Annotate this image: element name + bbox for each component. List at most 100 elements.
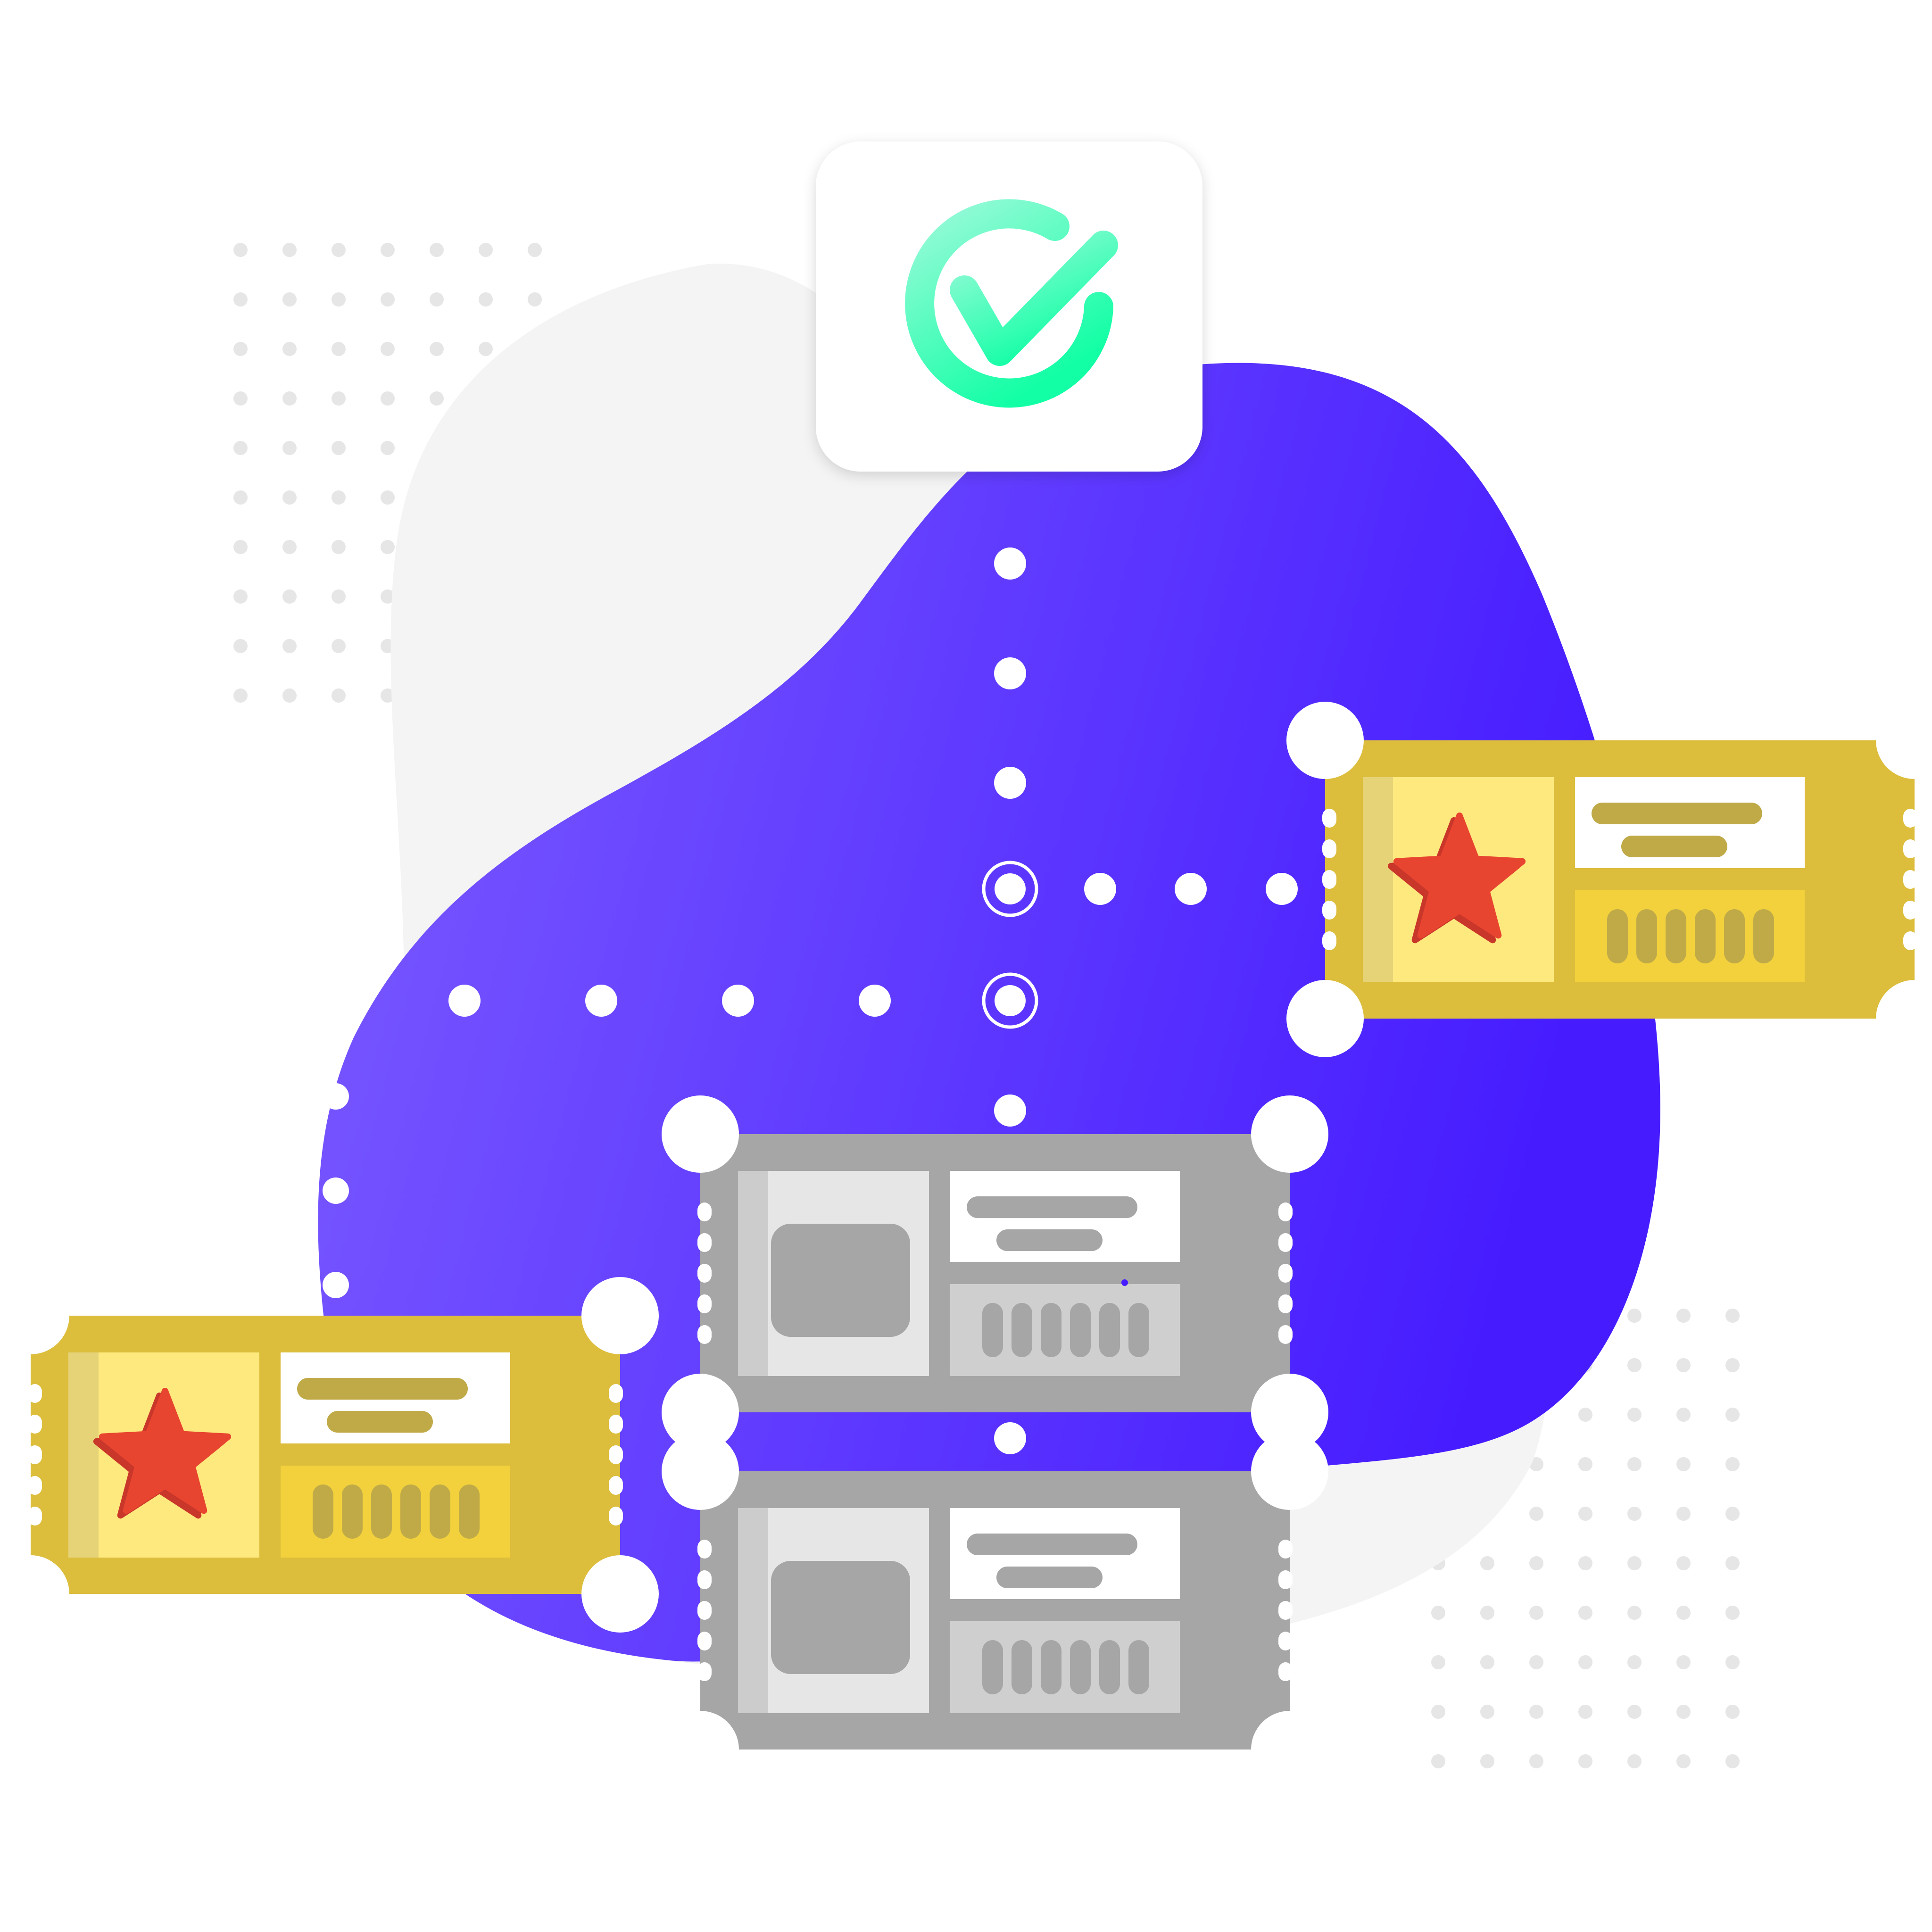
ticket-stub-strip	[68, 1352, 99, 1558]
halftone-dot	[282, 688, 297, 703]
halftone-dot	[332, 490, 346, 505]
ticket-perforation	[697, 1662, 712, 1681]
halftone-dot	[1676, 1556, 1691, 1570]
halftone-dot	[1676, 1754, 1691, 1768]
halftone-dot	[1725, 1556, 1740, 1570]
ticket-gray-upper	[662, 1095, 1328, 1451]
ticket-perforation	[609, 1384, 623, 1403]
halftone-dot	[233, 342, 248, 356]
purple-blob	[318, 363, 1660, 1662]
ticket-perforation	[1903, 901, 1917, 920]
halftone-dot	[1431, 1754, 1445, 1768]
ticket-perforation	[1322, 870, 1336, 889]
placeholder-square-icon	[771, 1561, 910, 1674]
ticket-stub-strip	[1363, 777, 1393, 982]
halftone-dot	[1676, 1705, 1691, 1719]
ticket-perforation	[1903, 839, 1917, 858]
ticket-text-line	[1621, 836, 1727, 857]
ticket-corner-notch	[1251, 1711, 1328, 1788]
halftone-dot	[332, 540, 346, 554]
halftone-dot	[1627, 1556, 1642, 1570]
halftone-dot	[1627, 1754, 1642, 1768]
halftone-dot	[1725, 1358, 1740, 1372]
barcode-bar	[313, 1484, 333, 1539]
halftone-dot	[430, 292, 444, 307]
halftone-dot	[430, 243, 444, 257]
ticket-perforation	[1322, 839, 1336, 858]
ticket-corner-notch	[581, 1277, 659, 1354]
ticket-text-line	[967, 1534, 1137, 1555]
ticket-gray-lower	[662, 1433, 1328, 1788]
ticket-corner-notch	[1876, 980, 1932, 1057]
ticket-perforation	[609, 1507, 623, 1526]
tiny-dot	[1121, 1279, 1128, 1286]
junction-ring	[982, 861, 1038, 917]
halftone-dot	[1529, 1606, 1543, 1620]
halftone-dot	[1676, 1655, 1691, 1669]
halftone-dot	[1578, 1606, 1592, 1620]
ticket-perforation	[1278, 1662, 1293, 1681]
ticket-text-line	[297, 1378, 468, 1400]
path-dot	[1175, 873, 1207, 905]
barcode-bar	[1012, 1303, 1032, 1357]
halftone-dot	[1627, 1705, 1642, 1719]
halftone-dot	[332, 243, 346, 257]
halftone-dot	[1578, 1457, 1592, 1471]
barcode-bar	[1041, 1640, 1061, 1694]
halftone-dot	[381, 292, 395, 307]
halftone-dot	[233, 490, 248, 505]
barcode-bar	[400, 1484, 421, 1539]
barcode-bar	[982, 1640, 1003, 1694]
halftone-dot	[1676, 1358, 1691, 1372]
halftone-dot	[1627, 1606, 1642, 1620]
halftone-dot	[282, 391, 297, 406]
halftone-dot	[1529, 1705, 1543, 1719]
halftone-dot	[332, 391, 346, 406]
halftone-dot	[233, 688, 248, 703]
halftone-dot	[332, 292, 346, 307]
path-dot	[722, 985, 754, 1017]
halftone-dot	[1627, 1457, 1642, 1471]
halftone-dot	[1529, 1507, 1543, 1521]
halftone-dot	[381, 441, 395, 455]
halftone-dot	[1676, 1457, 1691, 1471]
edge-notch	[323, 1272, 349, 1298]
barcode-bar	[1012, 1640, 1032, 1694]
barcode-bar	[1695, 909, 1716, 963]
junction-ring	[982, 972, 1038, 1029]
ticket-perforation	[1278, 1540, 1293, 1559]
placeholder-square-icon	[771, 1224, 910, 1337]
ticket-corner-notch	[0, 1555, 69, 1633]
ticket-perforation	[1278, 1294, 1293, 1313]
barcode-bar	[342, 1484, 363, 1539]
halftone-dot	[282, 292, 297, 307]
halftone-dot	[1578, 1507, 1592, 1521]
halftone-dot	[1725, 1754, 1740, 1768]
halftone-dot	[1725, 1408, 1740, 1422]
barcode-bar	[1753, 909, 1774, 963]
halftone-dot	[381, 589, 395, 604]
halftone-dot	[233, 441, 248, 455]
path-dot	[448, 985, 481, 1017]
ticket-perforation	[1278, 1325, 1293, 1344]
ticket-text-line	[327, 1411, 433, 1433]
ticket-corner-notch	[1876, 702, 1932, 779]
ticket-perforation	[697, 1601, 712, 1620]
barcode-bar	[371, 1484, 392, 1539]
ticket-perforation	[609, 1476, 623, 1495]
barcode-bar	[459, 1484, 480, 1539]
halftone-dot	[1725, 1457, 1740, 1471]
halftone-dot	[381, 342, 395, 356]
edge-notch	[323, 1177, 349, 1204]
halftone-dot	[1676, 1606, 1691, 1620]
ticket-perforation	[1903, 809, 1917, 828]
star-icon	[99, 1388, 232, 1514]
path-dot	[994, 767, 1026, 799]
halftone-dot	[1480, 1606, 1494, 1620]
halftone-dot	[332, 589, 346, 604]
ticket-perforation	[697, 1264, 712, 1283]
path-dot	[859, 985, 891, 1017]
barcode-bar	[982, 1303, 1003, 1357]
ticket-perforation	[28, 1415, 42, 1434]
